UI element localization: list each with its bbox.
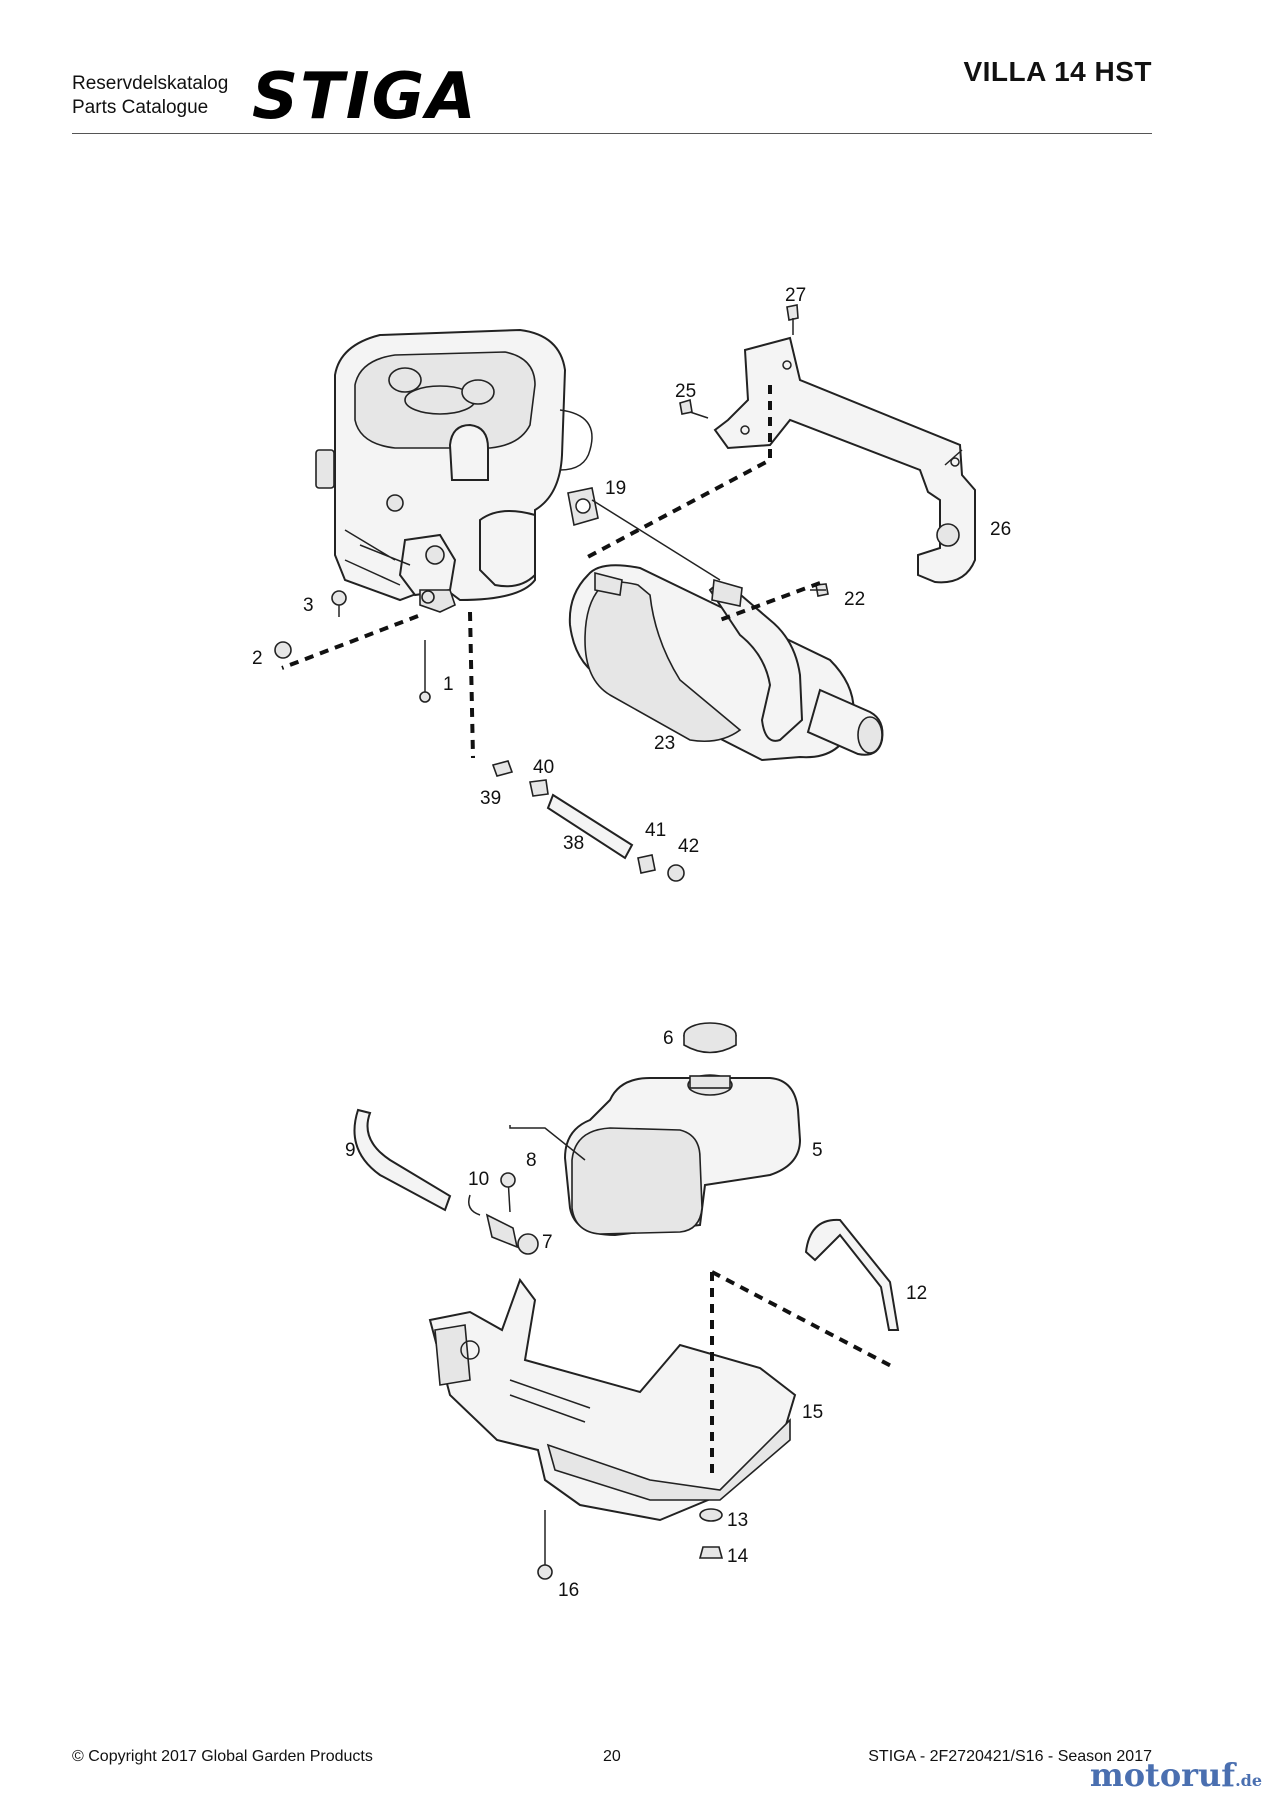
leader-lines-lower <box>509 1125 896 1480</box>
catalog-title-swedish: Reservdelskatalog <box>72 73 229 94</box>
footer-page-number: 20 <box>603 1748 621 1765</box>
callout-13: 13 <box>727 1510 748 1531</box>
watermark-name: motoruf <box>1089 1756 1236 1794</box>
callouts-upper: 27 25 19 26 22 3 2 1 23 40 39 38 41 42 <box>252 285 1011 857</box>
callout-10: 10 <box>468 1169 489 1190</box>
callout-19: 19 <box>605 478 626 499</box>
stiga-logo: STIGA <box>252 60 474 128</box>
gasket-drawing <box>567 487 599 527</box>
hardware-drawing <box>274 304 829 882</box>
callout-22: 22 <box>844 589 865 610</box>
callout-26: 26 <box>990 519 1011 540</box>
tank-tray-drawing <box>428 1277 797 1522</box>
footer-doc-ref: STIGA - 2F2720421/S16 - Season 2017 <box>868 1748 1152 1765</box>
callout-16: 16 <box>558 1580 579 1601</box>
callout-27: 27 <box>785 285 806 306</box>
leader-lines-upper <box>281 385 821 759</box>
callout-23: 23 <box>654 733 675 754</box>
callout-39: 39 <box>480 788 501 809</box>
muffler-bracket-drawing <box>713 336 976 584</box>
tank-strap-drawing <box>804 1218 900 1331</box>
catalog-title-english: Parts Catalogue <box>72 97 209 118</box>
callout-25: 25 <box>675 381 696 402</box>
callout-3: 3 <box>303 595 314 616</box>
callout-9: 9 <box>345 1140 356 1161</box>
callout-5: 5 <box>812 1140 823 1161</box>
callout-2: 2 <box>252 648 263 669</box>
fuel-tank-drawing <box>563 1022 802 1237</box>
header-rule <box>72 133 1152 134</box>
callout-15: 15 <box>802 1402 823 1423</box>
callout-41: 41 <box>645 820 666 841</box>
fuel-hose-drawing <box>353 1108 539 1255</box>
callouts-lower: 6 5 9 8 10 7 12 15 13 14 16 <box>345 1028 927 1601</box>
engine-drawing <box>315 328 593 613</box>
svg-text:STIGA: STIGA <box>252 60 474 128</box>
motoruf-watermark: motoruf.de <box>1090 1756 1262 1794</box>
model-title: VILLA 14 HST <box>963 56 1152 87</box>
watermark-tld: .de <box>1235 1771 1262 1790</box>
callout-40: 40 <box>533 757 554 778</box>
callout-1: 1 <box>443 674 454 695</box>
callout-12: 12 <box>906 1283 927 1304</box>
callout-14: 14 <box>727 1546 749 1567</box>
catalog-title: Reservdelskatalog Parts Catalogue <box>72 72 228 120</box>
hardware-lower-drawing <box>537 1508 724 1580</box>
callout-42: 42 <box>678 836 699 857</box>
callout-38: 38 <box>563 833 584 854</box>
callout-7: 7 <box>542 1232 553 1253</box>
callout-6: 6 <box>663 1028 674 1049</box>
callout-8: 8 <box>526 1150 537 1171</box>
muffler-drawing <box>568 564 884 762</box>
footer-copyright: © Copyright 2017 Global Garden Products <box>72 1748 373 1765</box>
